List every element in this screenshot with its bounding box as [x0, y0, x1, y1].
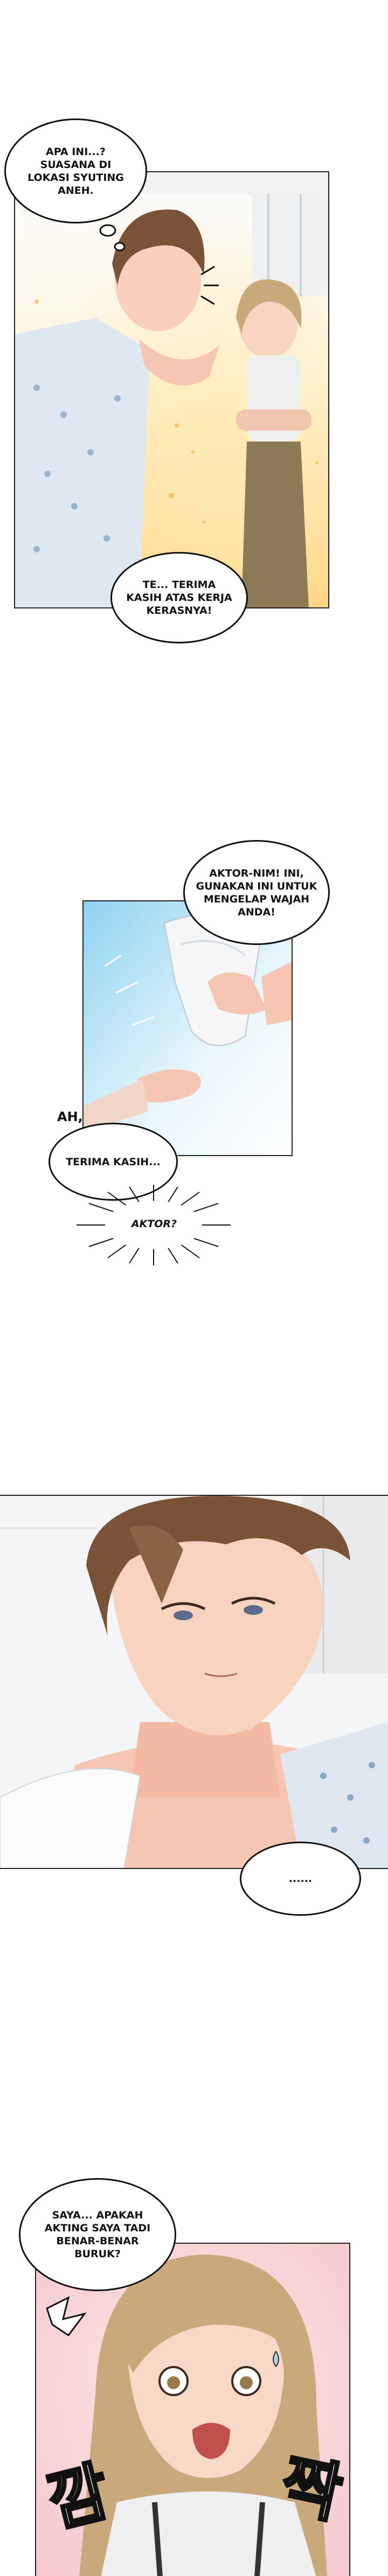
panel-2-art [84, 901, 292, 1155]
interjection-text: AH, [57, 1109, 83, 1124]
speech-bubble-4: TERIMA KASIH... [48, 1123, 178, 1201]
panel-1 [14, 171, 329, 608]
speech-bubble-3-text: AKTOR-NIM! INI, GUNAKAN INI UNTUK MENGEL… [196, 867, 317, 918]
speech-bubble-1: APA INI...? SUASANA DI LOKASI SYUTING AN… [4, 118, 147, 223]
panel-3 [0, 1495, 388, 1869]
speech-bubble-3: AKTOR-NIM! INI, GUNAKAN INI UNTUK MENGEL… [183, 840, 330, 945]
speech-bubble-1-text: APA INI...? SUASANA DI LOKASI SYUTING AN… [27, 145, 124, 197]
spiky-bubble-5 [77, 1185, 231, 1265]
speech-bubble-2-text: TE... TERIMA KASIH ATAS KERJA KERASNYA! [126, 579, 232, 617]
thought-dots [99, 224, 126, 251]
speech-bubble-2: TE... TERIMA KASIH ATAS KERJA KERASNYA! [110, 552, 248, 643]
speech-bubble-6-text: ...... [288, 1873, 313, 1885]
panel-3-art [0, 1496, 388, 1868]
panel-4-art [36, 2244, 349, 2576]
spiky-bubble-5-text: AKTOR? [131, 1218, 177, 1230]
speech-bubble-7-text: SAYA... APAKAH AKTING SAYA TADI BENAR-BE… [44, 2209, 151, 2260]
speech-bubble-6: ...... [240, 1842, 361, 1916]
panel-4 [35, 2243, 350, 2576]
speech-bubble-7: SAYA... APAKAH AKTING SAYA TADI BENAR-BE… [19, 2178, 176, 2291]
speech-bubble-4-text: TERIMA KASIH... [66, 1156, 161, 1168]
panel-1-art [15, 172, 328, 607]
panel-2 [82, 900, 293, 1156]
